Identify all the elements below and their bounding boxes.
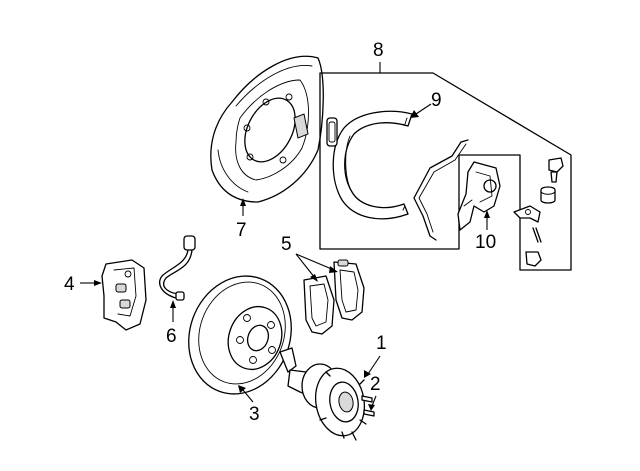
callout-label-2: 2 [370, 374, 381, 395]
callout-4: 4 [64, 274, 102, 295]
callout-9: 9 [410, 90, 442, 118]
callout-label-9: 9 [431, 90, 442, 111]
parking-brake-shoes [326, 110, 413, 220]
brake-rotor [188, 275, 292, 395]
callout-label-5: 5 [281, 234, 292, 255]
callout-10: 10 [475, 210, 496, 253]
callout-label-10: 10 [475, 232, 496, 253]
backing-plate [210, 55, 324, 203]
caliper-bracket [101, 259, 147, 331]
callout-7: 7 [236, 198, 247, 241]
callout-6: 6 [166, 300, 177, 347]
wheel-hub [279, 347, 367, 441]
brake-pads [303, 259, 365, 335]
parking-brake-kit-box [319, 72, 572, 271]
callout-1: 1 [364, 333, 387, 378]
callout-5: 5 [281, 234, 338, 282]
callout-label-4: 4 [64, 274, 75, 295]
brake-hose [159, 235, 196, 301]
callout-label-3: 3 [249, 404, 260, 425]
callout-3: 3 [238, 385, 260, 425]
parking-brake-actuator [457, 161, 501, 231]
kit-hardware [513, 157, 564, 267]
callout-2: 2 [368, 374, 381, 411]
callout-label-7: 7 [236, 220, 247, 241]
wheel-studs [361, 395, 375, 417]
parking-brake-cable [413, 139, 469, 241]
callout-label-6: 6 [166, 326, 177, 347]
callout-8: 8 [373, 40, 384, 73]
callout-label-8: 8 [373, 40, 384, 61]
callout-label-1: 1 [376, 333, 387, 354]
